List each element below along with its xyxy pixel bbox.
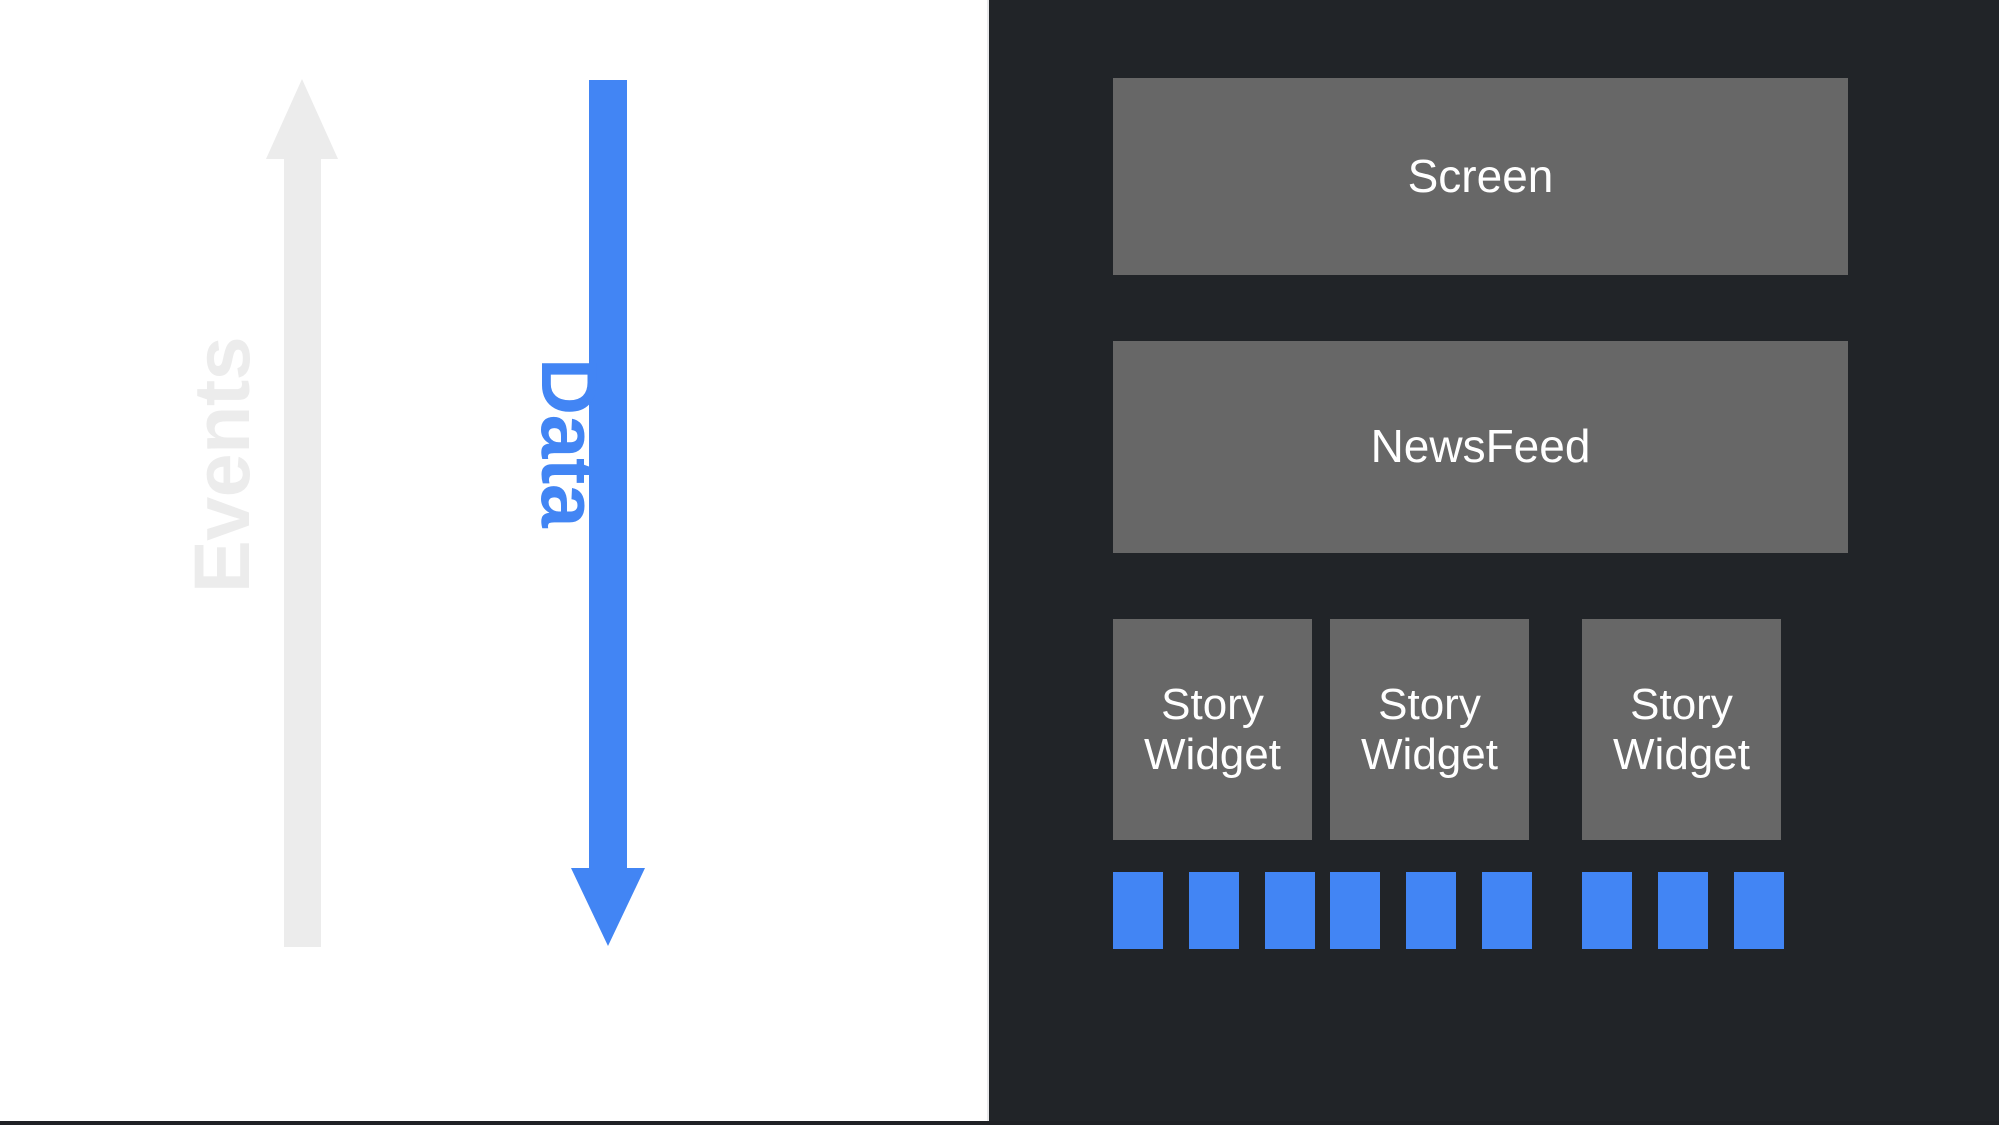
flow-legend-pane: Events Data <box>0 0 989 1121</box>
events-arrow-icon <box>266 79 338 947</box>
chip-1-1 <box>1113 872 1163 949</box>
chip-row-1 <box>1113 872 1315 949</box>
chip-3-1 <box>1582 872 1632 949</box>
events-flow-label: Events <box>177 336 266 593</box>
widget-tree-pane: Screen NewsFeed Story Widget Story Widge… <box>989 0 1999 1121</box>
node-screen: Screen <box>1113 78 1848 275</box>
chip-row-2 <box>1330 872 1532 949</box>
data-flow-label: Data <box>525 358 614 528</box>
flow-arrows <box>266 79 645 947</box>
chip-1-2 <box>1189 872 1239 949</box>
node-story-widget-3: Story Widget <box>1582 619 1781 840</box>
data-arrow-icon <box>571 80 645 946</box>
chip-2-3 <box>1482 872 1532 949</box>
chip-3-2 <box>1658 872 1708 949</box>
chip-row-3 <box>1582 872 1784 949</box>
chip-3-3 <box>1734 872 1784 949</box>
node-story-widget-1: Story Widget <box>1113 619 1312 840</box>
chip-2-2 <box>1406 872 1456 949</box>
chip-2-1 <box>1330 872 1380 949</box>
node-story-widget-2: Story Widget <box>1330 619 1529 840</box>
chip-1-3 <box>1265 872 1315 949</box>
node-newsfeed: NewsFeed <box>1113 341 1848 553</box>
